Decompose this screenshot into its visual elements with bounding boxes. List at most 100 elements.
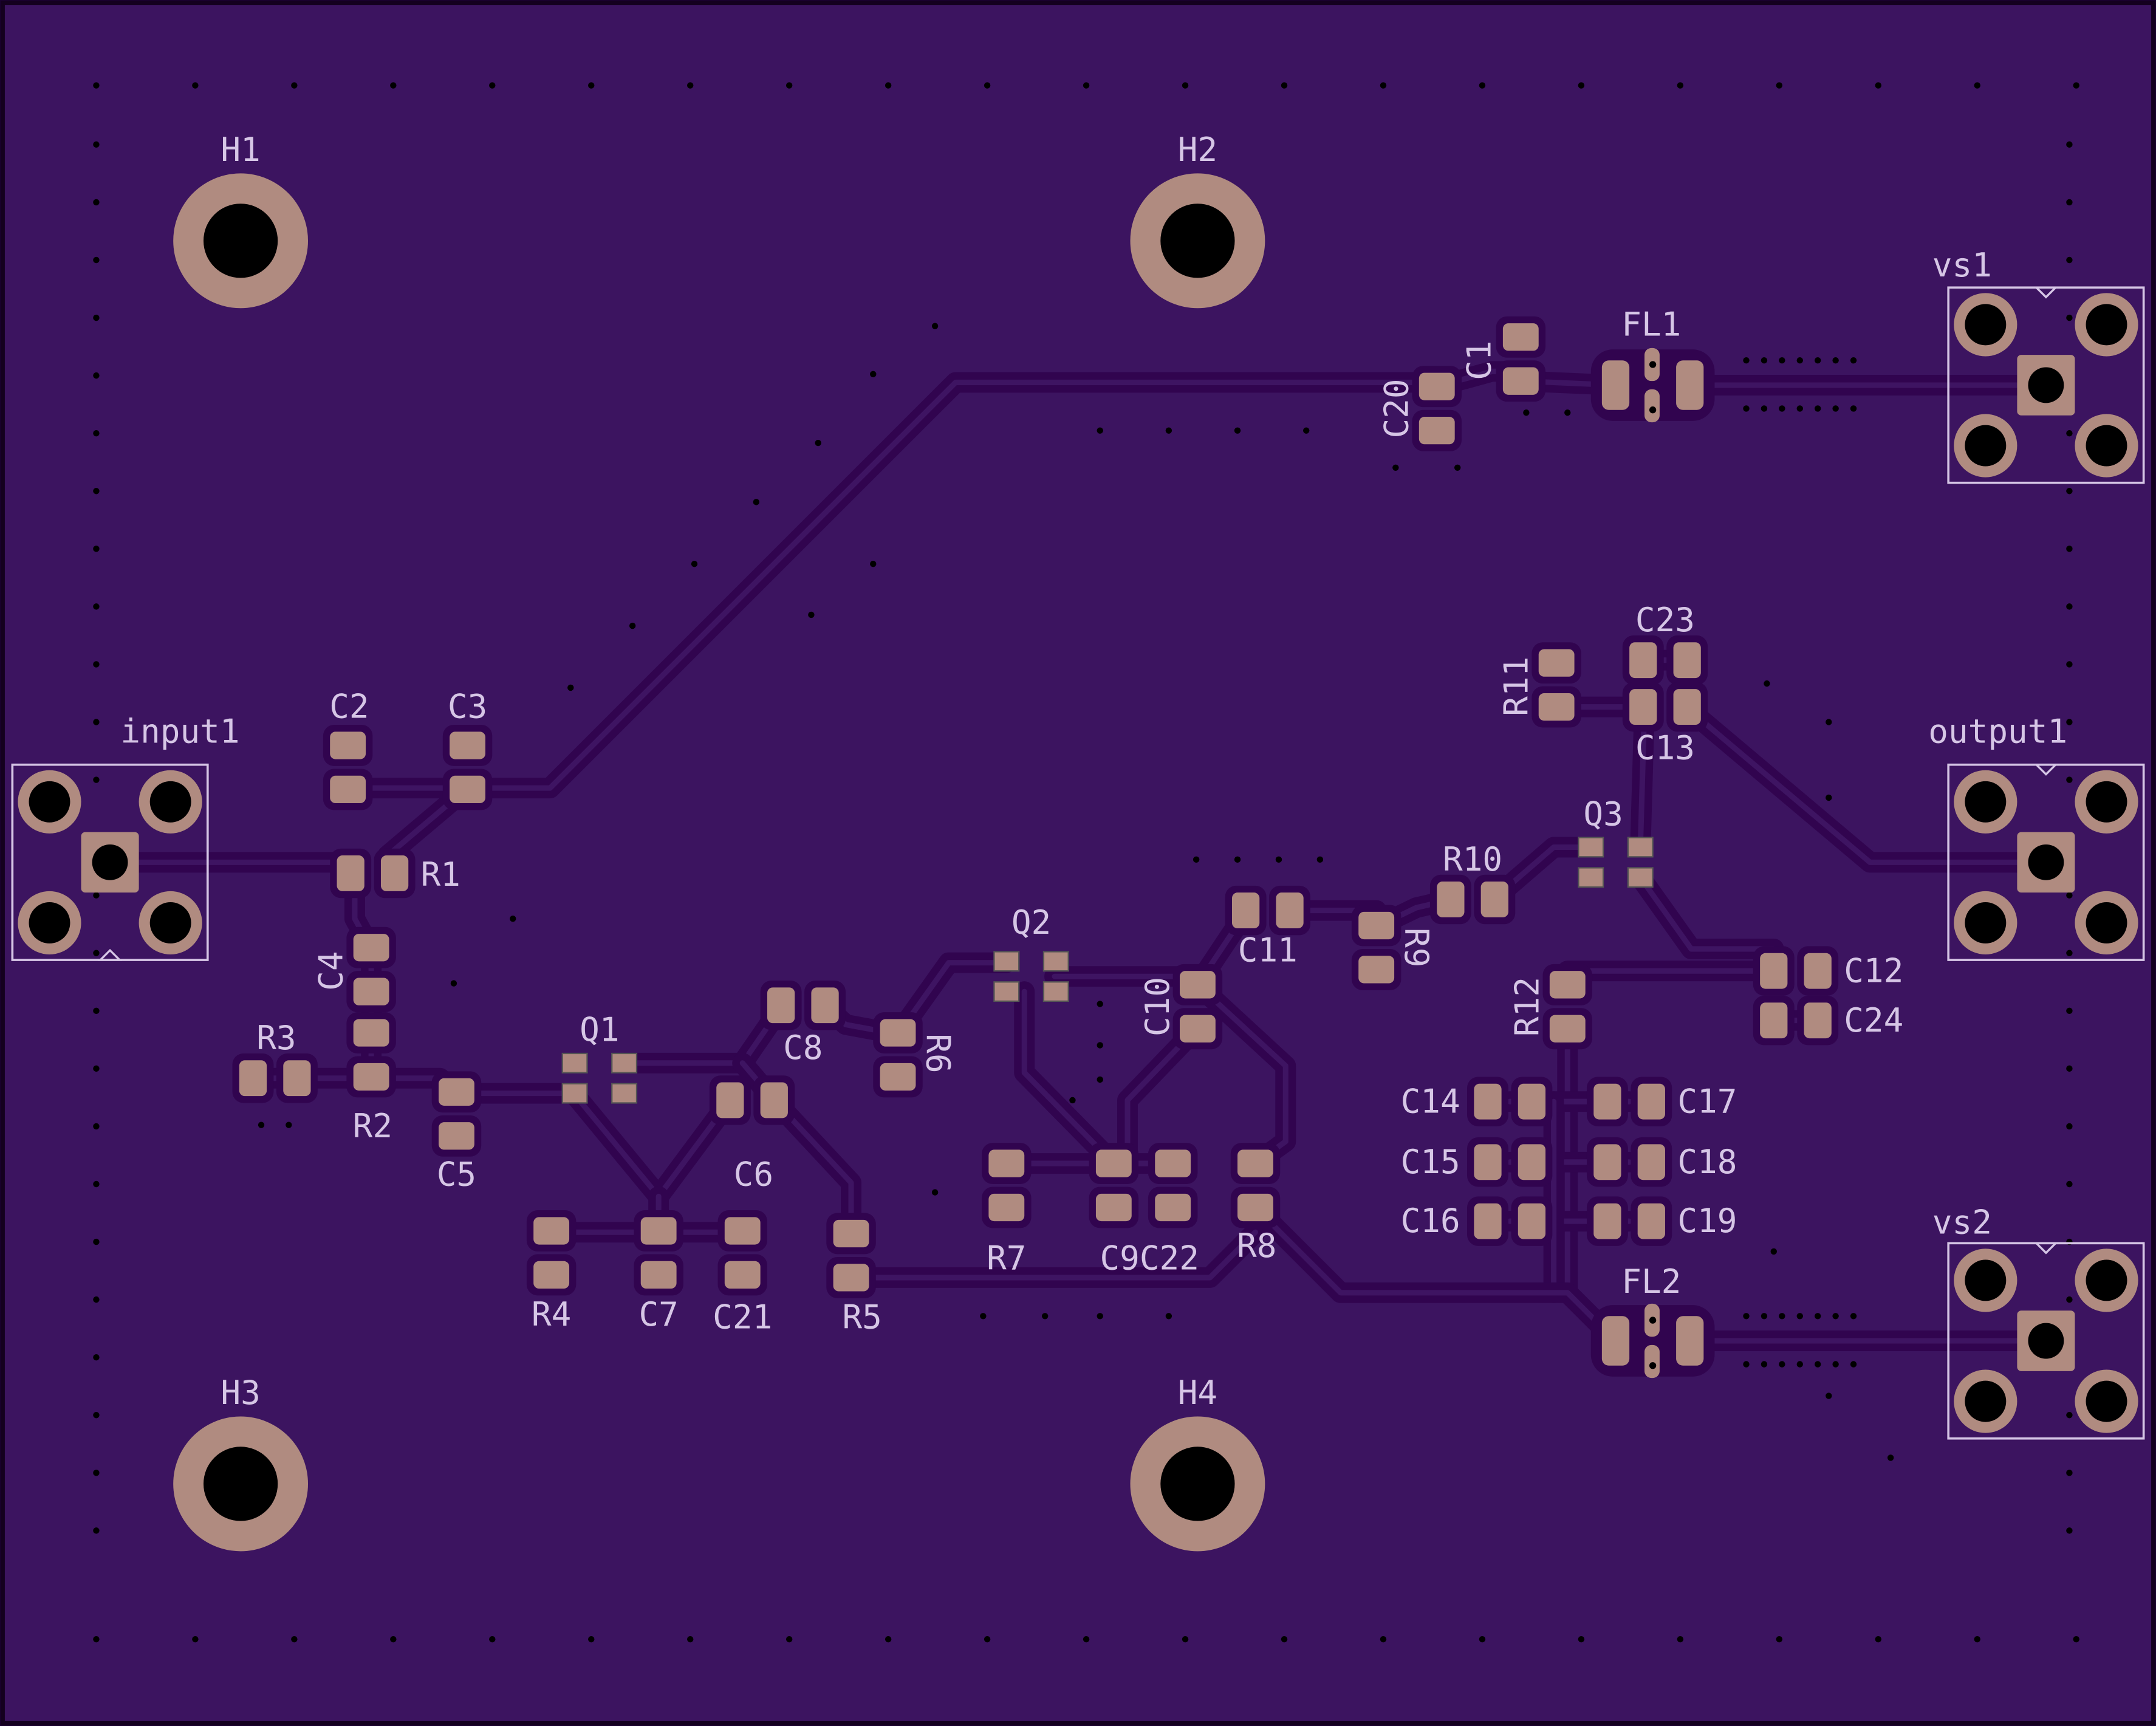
trace-centerline: [1021, 988, 1117, 1166]
via: [1677, 82, 1684, 89]
trace-centerline: [1124, 1024, 1200, 1166]
via: [2066, 256, 2073, 264]
via: [1779, 1361, 1785, 1368]
via: [1875, 1635, 1882, 1643]
label-c8: C8: [783, 1029, 823, 1067]
via: [2066, 1007, 2073, 1015]
smd-pad: [1673, 689, 1701, 725]
via: [1097, 1076, 1103, 1083]
drill-hole: [1965, 425, 2007, 467]
smd-pad: [1179, 971, 1216, 999]
smd-pad: [1804, 1002, 1832, 1039]
smd-pad: [1095, 1193, 1132, 1222]
via: [1097, 1313, 1103, 1320]
smd-pad: [1419, 417, 1455, 445]
smd-pad: [1474, 1203, 1502, 1239]
smd-pad: [1358, 911, 1395, 940]
smd-pad: [767, 987, 795, 1024]
via: [93, 82, 100, 89]
via: [1743, 357, 1750, 364]
connector-output1: [1947, 763, 2145, 961]
label-r6: R6: [919, 1033, 957, 1073]
smd-pad: [1232, 892, 1260, 929]
mounting-hole-h1: [173, 173, 308, 309]
via: [1761, 1361, 1768, 1368]
via: [1826, 719, 1832, 725]
via: [1776, 1635, 1783, 1643]
pin1-marker-icon: [98, 948, 123, 961]
via: [1182, 82, 1189, 89]
via: [885, 1635, 892, 1643]
component-c7: [634, 1210, 683, 1296]
pin1-marker-icon: [2033, 763, 2058, 776]
component-c15: [1467, 1137, 1553, 1187]
via: [1743, 1313, 1750, 1320]
component-fl1: [1590, 348, 1715, 423]
via: [1097, 427, 1103, 434]
via: [1814, 405, 1821, 412]
via: [1850, 1313, 1857, 1320]
via: [1796, 1313, 1803, 1320]
connector-vs1: [1947, 286, 2145, 484]
label-r9: R9: [1397, 928, 1436, 967]
via: [1165, 1313, 1172, 1320]
via: [1796, 1361, 1803, 1368]
smd-pad: [1549, 971, 1586, 999]
label-r1: R1: [421, 855, 460, 894]
via: [291, 1635, 298, 1643]
via: [93, 661, 100, 668]
via: [93, 1123, 100, 1130]
via: [93, 1180, 100, 1188]
label-vs2: vs2: [1932, 1203, 1992, 1241]
component-c19: [1586, 1196, 1672, 1246]
smd-pad: [353, 978, 389, 1005]
via: [93, 256, 100, 264]
via: [93, 314, 100, 321]
via: [2066, 141, 2073, 148]
component-c3: [442, 725, 493, 810]
via: [1564, 409, 1571, 416]
drill-hole: [2028, 1323, 2064, 1359]
smd-pad: [1538, 693, 1575, 721]
via: [2066, 1470, 2073, 1476]
via: [1392, 464, 1399, 471]
via: [1316, 856, 1324, 863]
label-r7: R7: [987, 1239, 1026, 1277]
via: [2066, 1180, 2073, 1188]
smd-pad: [1474, 1083, 1502, 1120]
via: [785, 82, 793, 89]
component-c1: [1496, 316, 1546, 402]
via: [1770, 1248, 1777, 1255]
label-h4: H4: [1178, 1374, 1217, 1412]
smd-pad: [337, 855, 364, 891]
label-c18: C18: [1677, 1143, 1737, 1181]
label-r12: R12: [1508, 977, 1547, 1036]
smd-pad: [1629, 689, 1657, 725]
label-q1: Q1: [580, 1011, 619, 1049]
via: [93, 430, 100, 437]
via: [93, 199, 100, 206]
drill-hole: [2028, 844, 2064, 880]
smd-pad: [1502, 323, 1539, 351]
smd-pad: [1578, 837, 1604, 858]
via: [1649, 406, 1657, 414]
via: [2066, 1123, 2073, 1130]
via: [588, 1635, 595, 1643]
smd-pad: [988, 1149, 1025, 1177]
label-c21: C21: [713, 1298, 772, 1337]
component-r6: [873, 1012, 923, 1098]
component-c4: [346, 926, 396, 1013]
connector-vs2: [1947, 1242, 2145, 1440]
smd-pad: [283, 1060, 311, 1097]
via: [1814, 1313, 1821, 1320]
via: [1850, 357, 1857, 364]
via: [1796, 357, 1803, 364]
smd-pad: [724, 1217, 761, 1245]
smd-pad: [716, 1082, 744, 1118]
via: [1761, 357, 1768, 364]
pad-group: [232, 316, 1839, 1378]
smd-pad: [1474, 1144, 1502, 1180]
component-c20: [1412, 366, 1462, 451]
component-r5: [826, 1213, 876, 1298]
